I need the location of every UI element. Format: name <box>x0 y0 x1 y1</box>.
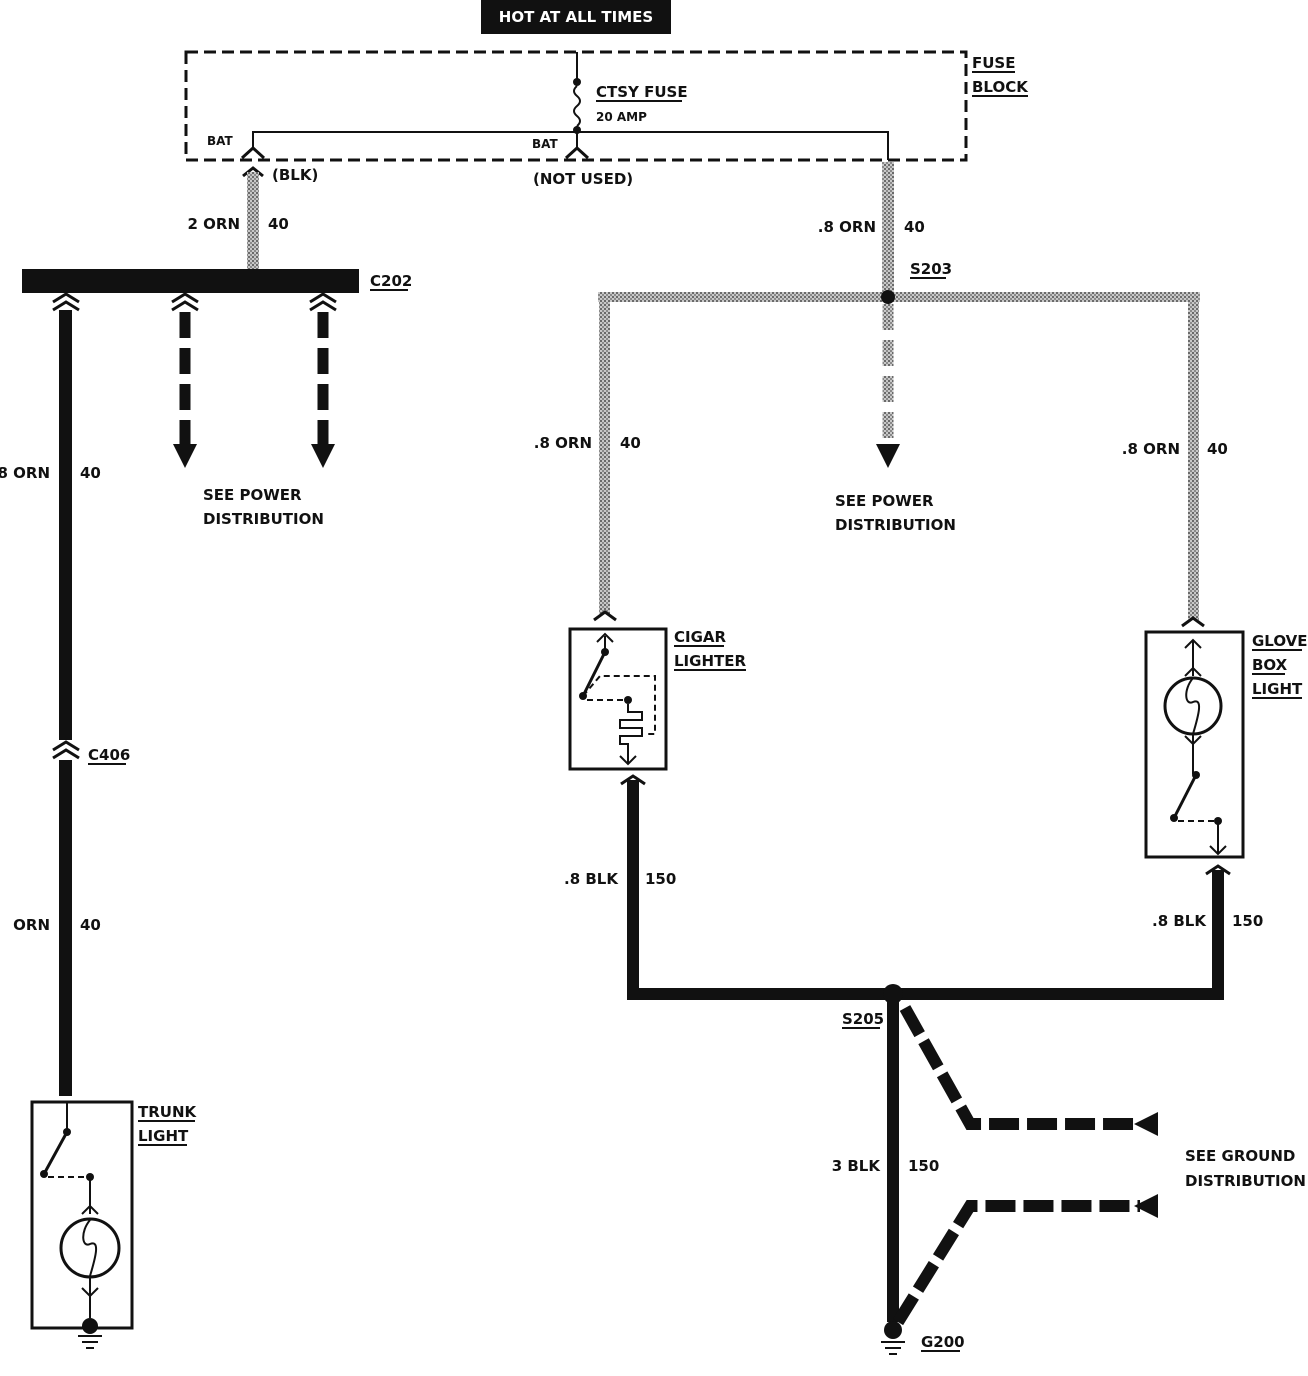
glove-gnd-circuit: 150 <box>1232 912 1263 930</box>
c202-feed-wire: 2 ORN 40 <box>187 166 289 270</box>
arrow-left-icon <box>1134 1194 1158 1218</box>
cigar-gnd-circuit: 150 <box>645 870 676 888</box>
glove-switch-icon <box>1172 774 1198 819</box>
see-ground-line2: DISTRIBUTION <box>1185 1172 1306 1190</box>
fuse-rating: 20 AMP <box>596 110 647 124</box>
header-banner: HOT AT ALL TIMES <box>481 0 671 34</box>
s203-feed-wire: .8 ORN 40 S203 SEE POWER DISTRIBUTION <box>598 162 1200 534</box>
blk-note: (BLK) <box>272 166 318 184</box>
connector-c202: C202 <box>22 269 412 293</box>
main-gnd-size: 3 BLK <box>832 1157 882 1175</box>
glove-label-2: BOX <box>1252 656 1288 674</box>
bulb-icon <box>1163 676 1223 736</box>
glove-label-3: LIGHT <box>1252 680 1303 698</box>
main-gnd-circuit: 150 <box>908 1157 939 1175</box>
arrow-left-icon <box>1134 1112 1158 1136</box>
c202-feed-circuit: 40 <box>268 215 289 233</box>
cigar-switch-icon <box>581 651 607 697</box>
s205-label: S205 <box>842 1010 884 1028</box>
glove-gnd-size: .8 BLK <box>1152 912 1207 930</box>
arrow-down-icon <box>876 444 900 468</box>
see-ground-line1: SEE GROUND <box>1185 1147 1295 1165</box>
see-power-2-line2: DISTRIBUTION <box>835 516 956 534</box>
cigar-label-1: CIGAR <box>674 628 727 646</box>
ground-icon <box>82 1318 98 1334</box>
bat-center-label: BAT <box>532 137 559 151</box>
s203-label: S203 <box>910 260 952 278</box>
not-used-note: (NOT USED) <box>533 170 633 188</box>
c202-feed-size: 2 ORN <box>187 215 240 233</box>
trunk-upper-circuit: 40 <box>80 464 101 482</box>
trunk-light: TRUNK LIGHT <box>30 1100 198 1349</box>
glove-feed-circuit: 40 <box>1207 440 1228 458</box>
fuse-block-label-2: BLOCK <box>972 78 1029 96</box>
splice-s205-dot <box>883 984 903 1004</box>
ground-icon <box>884 1321 902 1339</box>
trunk-upper-size: .8 ORN <box>0 464 50 482</box>
cigar-feed-circuit: 40 <box>620 434 641 452</box>
c406-label: C406 <box>88 746 130 764</box>
g200-label: G200 <box>921 1333 965 1351</box>
s203-feed-circuit: 40 <box>904 218 925 236</box>
trunk-lower-circuit: 40 <box>80 916 101 934</box>
cigar-gnd-size: .8 BLK <box>564 870 619 888</box>
trunk-switch-icon <box>42 1131 69 1175</box>
header-title: HOT AT ALL TIMES <box>499 8 653 26</box>
cigar-label-2: LIGHTER <box>674 652 746 670</box>
trunk-label-1: TRUNK <box>138 1103 198 1121</box>
arrow-down-icon <box>311 444 335 468</box>
fuse-block-label-1: FUSE <box>972 54 1015 72</box>
s203-feed-size: .8 ORN <box>818 218 876 236</box>
trunk-lower-size: ORN <box>13 916 50 934</box>
trunk-label-2: LIGHT <box>138 1127 189 1145</box>
heating-element-icon <box>619 704 643 764</box>
splice-s203-dot <box>881 290 895 304</box>
glove-label-1: GLOVE <box>1252 632 1308 650</box>
see-power-2-line1: SEE POWER <box>835 492 934 510</box>
cigar-feed-size: .8 ORN <box>534 434 592 452</box>
bat-left-terminal-icon <box>240 145 266 160</box>
glove-feed-size: .8 ORN <box>1122 440 1180 458</box>
trunk-light-wire: .8 ORN 40 C406 ORN 40 <box>0 310 130 1096</box>
fuse-icon <box>573 85 581 127</box>
c202-label: C202 <box>370 272 412 290</box>
c202-pins <box>52 292 337 312</box>
c406-icon <box>52 740 80 760</box>
see-power-1-line1: SEE POWER <box>203 486 302 504</box>
glove-box-circuit: .8 ORN 40 GLOVE BOX LIGHT .8 BLK 150 <box>1122 298 1308 1000</box>
fuse-block: FUSE BLOCK CTSY FUSE 20 AMP BAT BAT (BLK… <box>184 50 1029 188</box>
bat-left-label: BAT <box>207 134 234 148</box>
fuse-name: CTSY FUSE <box>596 83 688 101</box>
arrow-down-icon <box>173 444 197 468</box>
bat-center-terminal-icon <box>564 145 590 160</box>
bulb-icon <box>59 1217 121 1279</box>
ground-bus: S205 3 BLK 150 SEE GROUND DISTRIBUTION G… <box>627 984 1306 1355</box>
cigar-lighter-circuit: .8 ORN 40 CIGAR LIGHTER .8 BLK 150 <box>534 298 746 996</box>
see-power-1-line2: DISTRIBUTION <box>203 510 324 528</box>
c202-distribution-arrows: SEE POWER DISTRIBUTION <box>173 312 335 528</box>
fuse-terminal-dot <box>573 78 581 86</box>
